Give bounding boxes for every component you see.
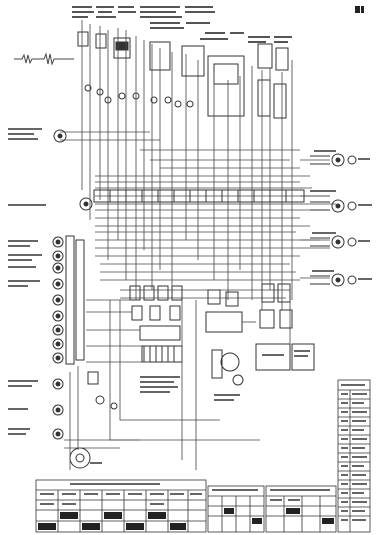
main-connector-bar [93, 189, 305, 203]
lower-component-blocks [87, 283, 315, 410]
component-symbol-topleft [14, 52, 74, 66]
footer-table-fills [38, 508, 334, 530]
wire-color-legend [337, 379, 371, 533]
top-component-cluster [77, 31, 289, 119]
left-components [52, 129, 93, 469]
page-corner-mark [355, 6, 364, 13]
right-label-blocks [310, 150, 372, 280]
legend-text-blocks [341, 384, 367, 521]
vertical-wires-top [81, 20, 293, 310]
footer-table-text-blocks [40, 483, 330, 505]
header-text-blocks [72, 6, 292, 43]
lower-label-blocks [140, 350, 310, 401]
lower-wires [64, 299, 291, 470]
left-label-blocks [8, 128, 102, 464]
right-components [310, 153, 357, 287]
footer-connector-tables [35, 479, 337, 533]
